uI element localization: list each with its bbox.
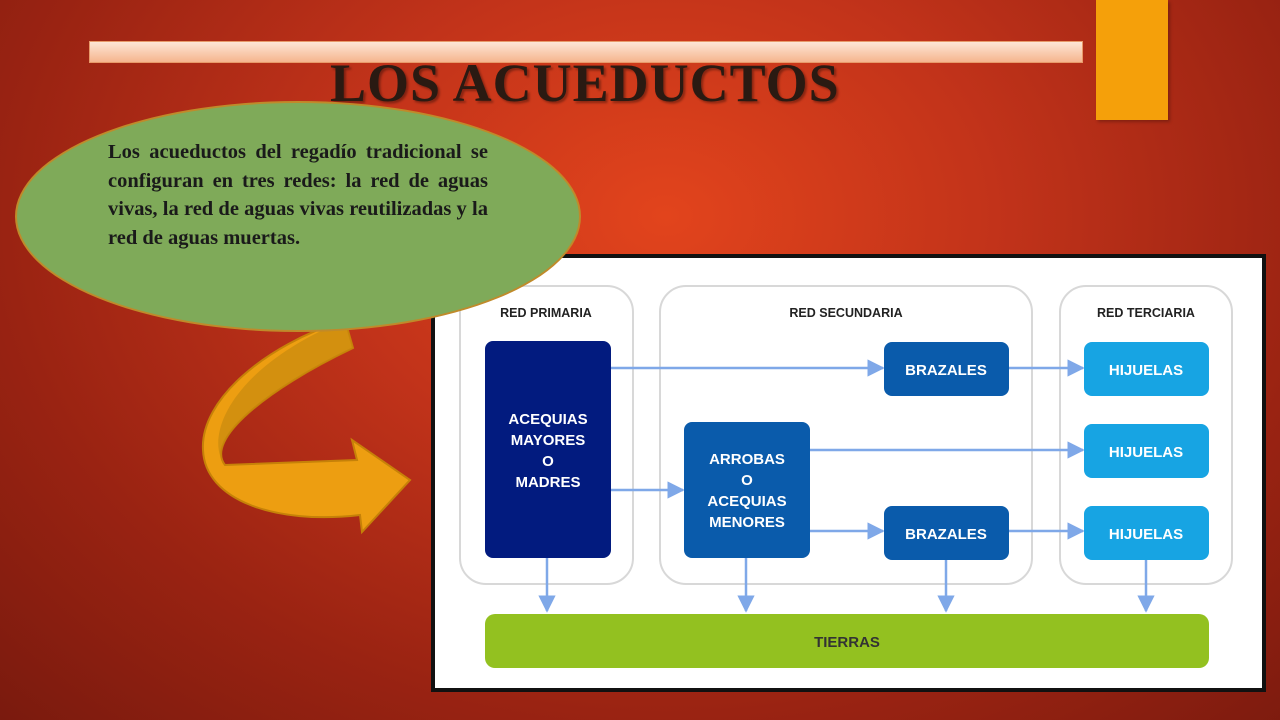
node-acequias-line-4: MADRES: [515, 474, 580, 491]
description-bubble: [15, 101, 581, 332]
node-arrobas-line-2: O: [741, 472, 753, 489]
description-text: Los acueductos del regadío tradicional s…: [108, 141, 488, 249]
node-acequias-line-3: O: [542, 453, 554, 470]
node-brazales-bottom: [884, 506, 1009, 560]
node-arrobas: [684, 422, 810, 558]
node-hijuelas-2: [1084, 424, 1209, 478]
node-hijuelas-3: [1084, 506, 1209, 560]
node-arrobas-line-1: ARROBAS: [709, 451, 785, 468]
node-arrobas-line-4: MENORES: [709, 514, 785, 531]
node-hijuelas-2-label: HIJUELAS: [1109, 444, 1183, 461]
title-bar: [89, 41, 1083, 63]
node-hijuelas-1-label: HIJUELAS: [1109, 362, 1183, 379]
irrigation-network-diagram: RED PRIMARIA RED SECUNDARIA RED TERCIARI…: [431, 254, 1266, 692]
node-acequias-line-2: MAYORES: [511, 432, 585, 449]
node-hijuelas-1: [1084, 342, 1209, 396]
node-arrobas-line-3: ACEQUIAS: [707, 493, 786, 510]
node-hijuelas-3-label: HIJUELAS: [1109, 526, 1183, 543]
node-brazales-bottom-label: BRAZALES: [905, 526, 987, 543]
label-red-terciaria: RED TERCIARIA: [1097, 306, 1195, 320]
accent-block: [1096, 0, 1168, 120]
label-red-secundaria: RED SECUNDARIA: [789, 306, 902, 320]
page-title: LOS ACUEDUCTOS: [330, 53, 840, 113]
node-brazales-top: [884, 342, 1009, 396]
node-brazales-top-label: BRAZALES: [905, 362, 987, 379]
node-tierras-label: TIERRAS: [814, 634, 880, 651]
node-tierras: [485, 614, 1209, 668]
secondary-network-panel: [659, 285, 1033, 585]
label-red-primaria: RED PRIMARIA: [500, 306, 592, 320]
node-acequias-line-1: ACEQUIAS: [508, 411, 587, 428]
node-acequias-mayores: [485, 341, 611, 558]
curved-arrow-icon: [201, 320, 412, 535]
